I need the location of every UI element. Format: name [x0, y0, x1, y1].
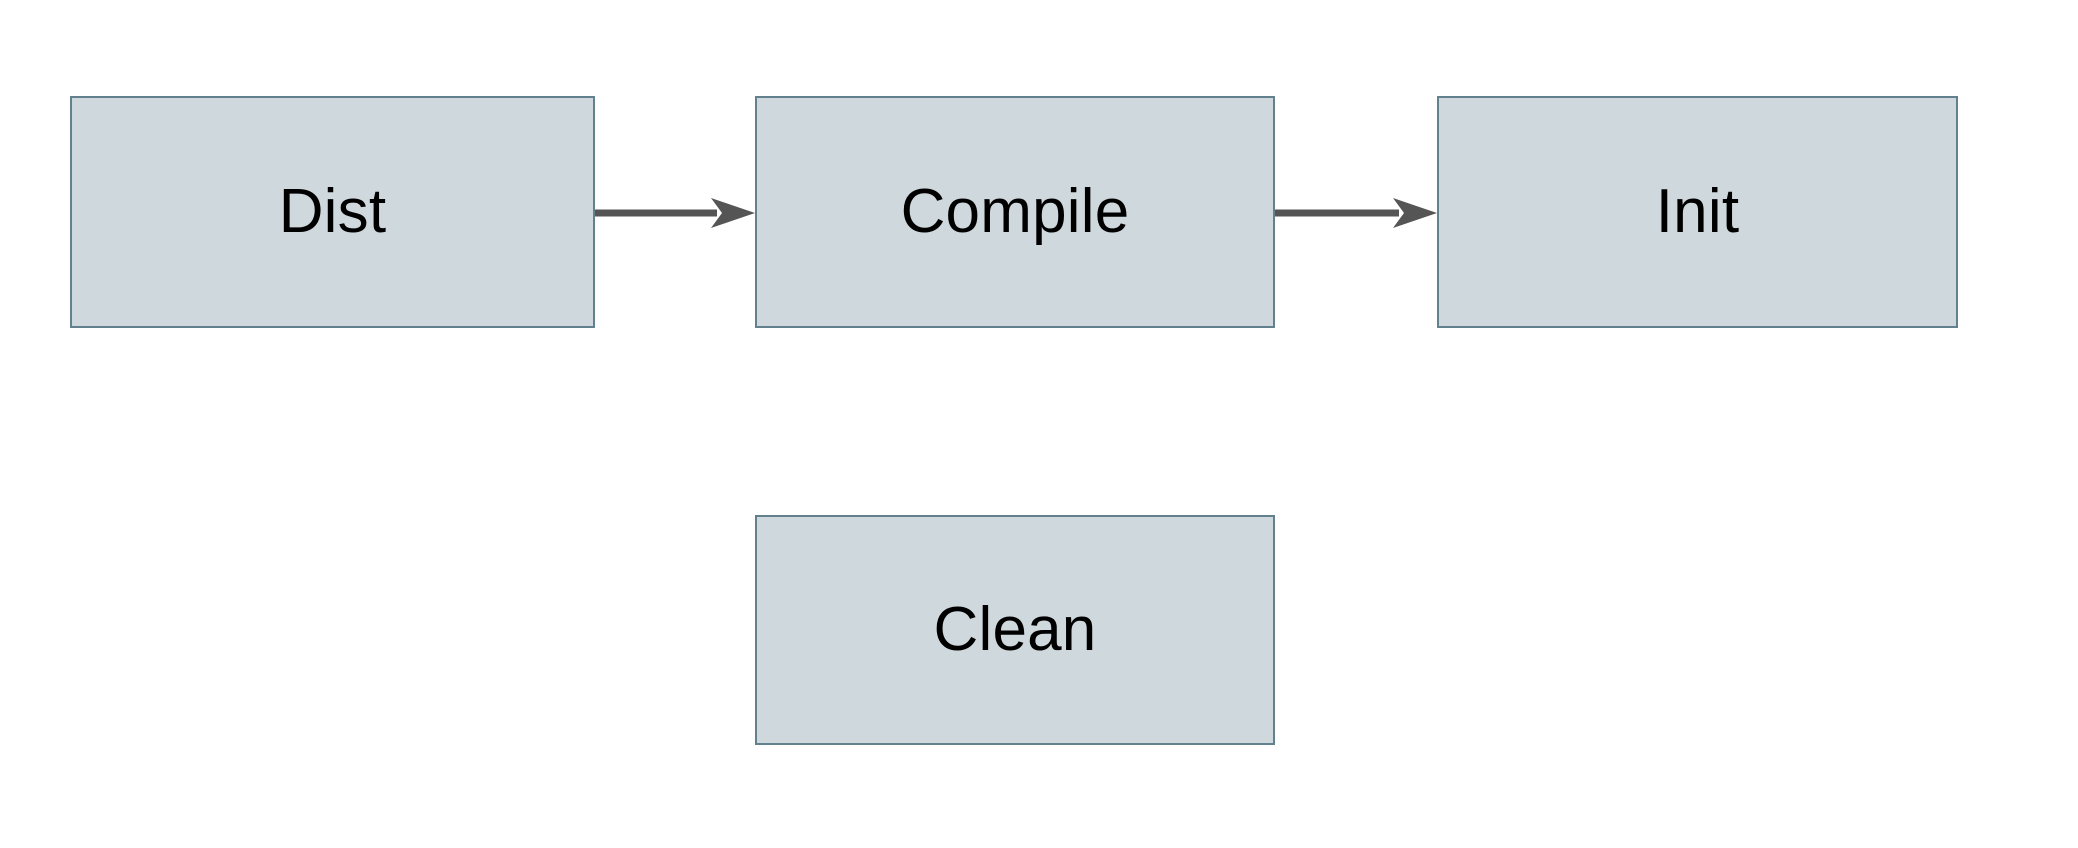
arrow-right-icon	[595, 198, 755, 228]
edge-dist-to-compile[interactable]	[595, 198, 755, 228]
node-clean[interactable]: Clean	[755, 515, 1275, 745]
node-compile[interactable]: Compile	[755, 96, 1275, 328]
node-dist-label: Dist	[278, 177, 387, 246]
edge-compile-to-init[interactable]	[1275, 198, 1437, 228]
node-clean-label: Clean	[933, 595, 1097, 664]
arrow-right-icon	[1275, 198, 1437, 228]
node-init-label: Init	[1655, 177, 1740, 246]
node-dist[interactable]: Dist	[70, 96, 595, 328]
node-init[interactable]: Init	[1437, 96, 1958, 328]
node-compile-label: Compile	[900, 177, 1130, 246]
